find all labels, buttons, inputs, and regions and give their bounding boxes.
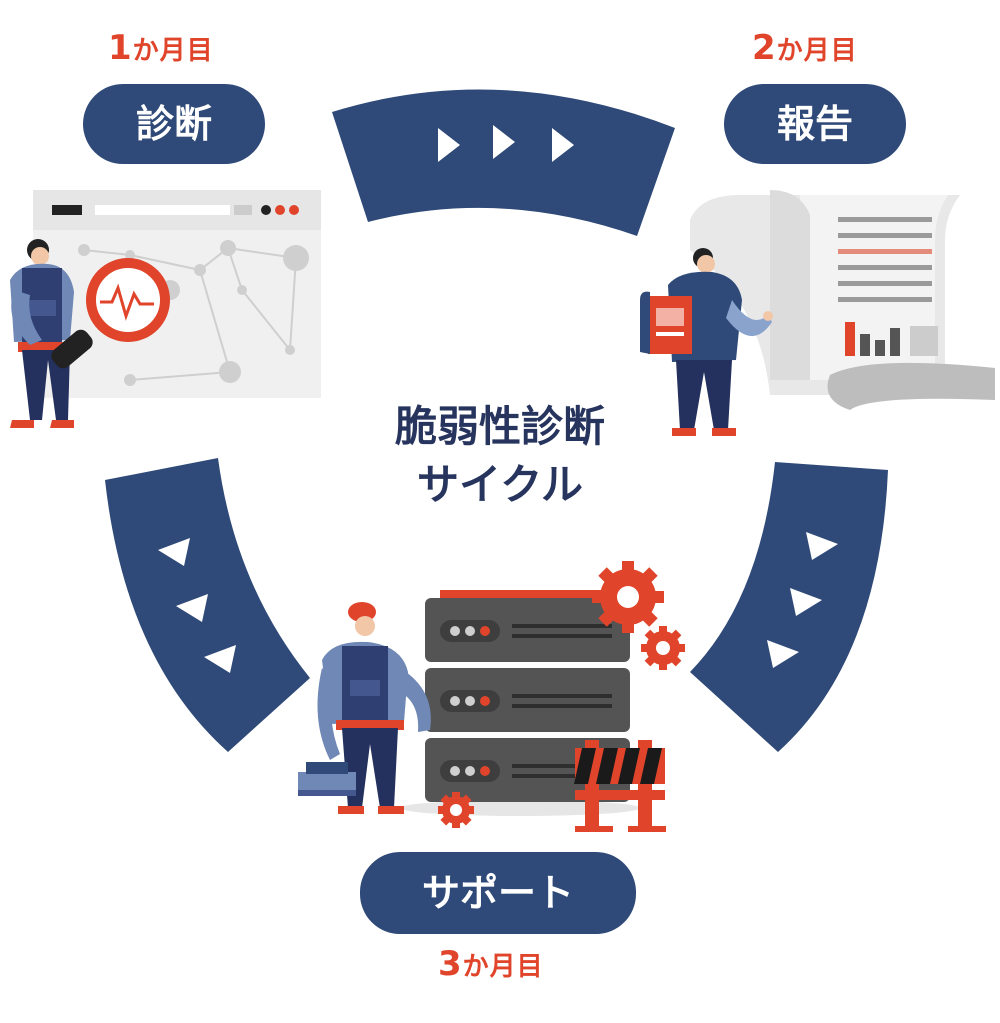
center-title-line-1: 脆弱性診断 [394,402,605,451]
arc-right [690,462,888,752]
arc-left [105,458,310,752]
month-label-3: 3か月目 [438,944,544,984]
magnifier-network-illustration [10,190,321,428]
report-document-illustration [640,190,995,436]
arrow-right-icon [493,125,515,159]
arrow-right-icon [552,128,574,162]
gear-icon [438,792,474,828]
month-label-2: 2か月目 [752,28,858,68]
gear-icon [641,626,685,670]
barricade-icon [574,740,666,832]
center-title: 脆弱性診断 サイクル [330,398,670,514]
gear-icon [592,561,664,633]
center-title-line-2: サイクル [417,460,583,509]
arrow-down-icon [767,640,799,668]
arrow-down-icon [806,532,838,560]
step-pill-diagnosis: 診断 [83,84,265,164]
month-suffix-3: か月目 [462,952,544,982]
month-suffix-2: か月目 [776,36,858,66]
month-suffix-1: か月目 [132,36,214,66]
arrow-up-icon [176,594,208,622]
step-pill-support: サポート [360,852,636,934]
server-maintenance-illustration [298,561,685,832]
month-number-3: 3 [438,944,463,984]
month-number-2: 2 [752,28,777,68]
step-pill-report: 報告 [724,84,906,164]
arrow-right-icon [438,128,460,162]
arc-top [332,89,675,236]
arrow-down-icon [790,588,822,616]
month-number-1: 1 [108,28,133,68]
arrow-up-icon [158,538,190,566]
month-label-1: 1か月目 [108,28,214,68]
arrow-up-icon [204,645,236,673]
